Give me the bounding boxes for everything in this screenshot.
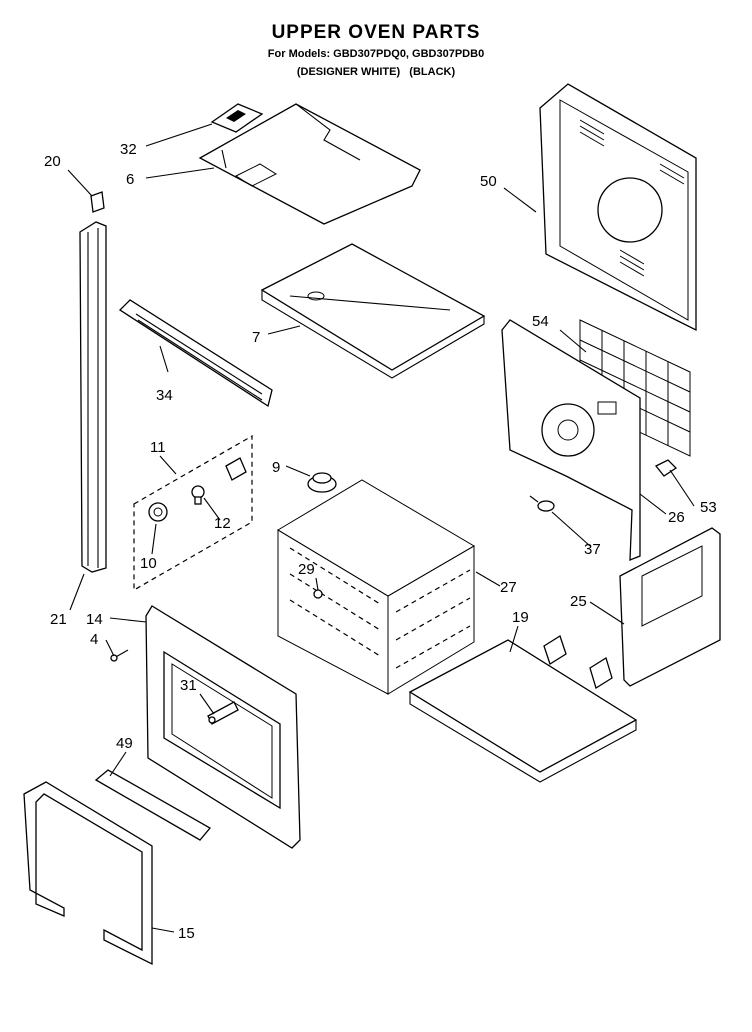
- callout-15: 15: [178, 925, 195, 942]
- leader-lines: [67, 123, 695, 933]
- callout-12: 12: [214, 515, 231, 532]
- part-26-fan-housing: [501, 319, 641, 561]
- part-49-front-trim: [94, 769, 211, 841]
- callout-31: 31: [180, 677, 197, 694]
- callout-6: 6: [126, 171, 134, 188]
- callout-37: 37: [584, 541, 601, 558]
- part-31-sensor-probe: [207, 701, 239, 725]
- callout-7: 7: [252, 329, 260, 346]
- part-29-cavity-fastener: [313, 589, 323, 599]
- part-27-oven-cavity: [277, 479, 475, 695]
- callout-49: 49: [116, 735, 133, 752]
- part-37-thermal-sensor: [529, 495, 555, 512]
- lamp-socket: [225, 457, 247, 481]
- part-15-door-gasket: [23, 781, 153, 966]
- callout-14: 14: [86, 611, 103, 628]
- model-numbers: For Models: GBD307PDQ0, GBD307PDB0: [267, 48, 485, 60]
- part-32-vent-cover: [210, 103, 264, 133]
- callout-19: 19: [512, 609, 529, 626]
- callout-32: 32: [120, 141, 137, 158]
- part-11-lamp-assembly-outline: [133, 434, 253, 592]
- part-9-burner-cap: [307, 472, 337, 493]
- part-20-clip: [90, 191, 105, 213]
- part-10-lamp-lens: [148, 502, 168, 522]
- page-title: UPPER OVEN PARTS: [271, 22, 481, 43]
- part-19-bottom-panel: [408, 635, 638, 783]
- part-53-connector: [654, 459, 678, 477]
- callout-9: 9: [272, 459, 280, 476]
- color-variants: (DESIGNER WHITE) (BLACK): [296, 66, 456, 78]
- callout-27: 27: [500, 579, 517, 596]
- callout-11: 11: [150, 439, 166, 456]
- callout-29: 29: [298, 561, 315, 578]
- callout-21: 21: [50, 611, 67, 628]
- part-6-top-panel: [198, 103, 421, 225]
- callout-50: 50: [480, 173, 497, 190]
- part-25-rear-baffle: [619, 527, 721, 687]
- callout-26: 26: [668, 509, 685, 526]
- callout-10: 10: [140, 555, 157, 572]
- callout-53: 53: [700, 499, 717, 516]
- part-21-side-trim: [79, 221, 107, 573]
- part-7-top-shield: [260, 243, 486, 379]
- callout-54: 54: [532, 313, 549, 330]
- callout-25: 25: [570, 593, 587, 610]
- callout-20: 20: [44, 153, 61, 170]
- callout-34: 34: [156, 387, 173, 404]
- part-50-rear-panel: [539, 83, 697, 332]
- callout-4: 4: [90, 631, 98, 648]
- part-12-bulb: [191, 485, 205, 505]
- part-34-vent-grille: [118, 299, 273, 408]
- part-14-front-frame: [145, 605, 301, 849]
